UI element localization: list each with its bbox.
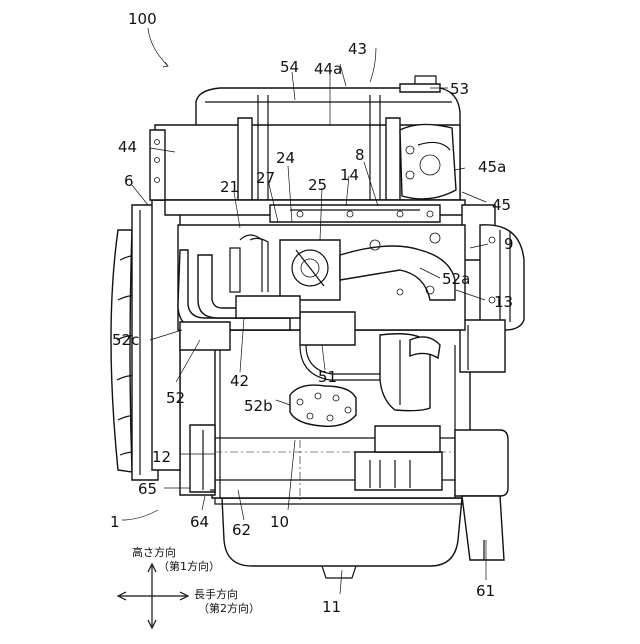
- label-52: 52: [166, 389, 185, 407]
- label-43: 43: [348, 40, 367, 58]
- label-24: 24: [276, 149, 295, 167]
- label-12: 12: [152, 448, 171, 466]
- label-11: 11: [322, 598, 341, 616]
- label-42: 42: [230, 372, 249, 390]
- label-8: 8: [355, 146, 365, 164]
- label-25: 25: [308, 176, 327, 194]
- support-bracket: [165, 200, 465, 222]
- label-52a: 52a: [442, 270, 470, 288]
- label-45a: 45a: [478, 158, 506, 176]
- label-54: 54: [280, 58, 299, 76]
- exhaust-treatment-device: [150, 76, 460, 200]
- label-53: 53: [450, 80, 469, 98]
- label-14: 14: [340, 166, 359, 184]
- label-65: 65: [138, 480, 157, 498]
- label-21: 21: [220, 178, 239, 196]
- label-6: 6: [124, 172, 134, 190]
- front-cover: [180, 330, 215, 495]
- label-64: 64: [190, 513, 209, 531]
- label-52b: 52b: [244, 397, 273, 415]
- label-51: 51: [318, 368, 337, 386]
- label-61: 61: [476, 582, 495, 600]
- length-direction-sub: （第2方向）: [198, 601, 260, 615]
- right-accessory: [460, 205, 524, 372]
- label-10: 10: [270, 513, 289, 531]
- label-1: 1: [110, 513, 120, 531]
- label-44: 44: [118, 138, 137, 156]
- flange-plate: [290, 385, 356, 426]
- label-62: 62: [232, 521, 251, 539]
- oil-pan: [215, 498, 468, 578]
- label-100: 100: [128, 10, 157, 28]
- label-44a: 44a: [314, 60, 342, 78]
- label-45: 45: [492, 196, 511, 214]
- flywheel-housing: [455, 430, 508, 560]
- height-direction-sub: （第1方向）: [158, 559, 220, 573]
- label-27: 27: [256, 169, 275, 187]
- label-9: 9: [504, 235, 514, 253]
- height-direction-label: 高さ方向: [132, 545, 176, 559]
- label-13: 13: [494, 293, 513, 311]
- label-52c: 52c: [112, 331, 139, 349]
- length-direction-label: 長手方向: [194, 587, 238, 601]
